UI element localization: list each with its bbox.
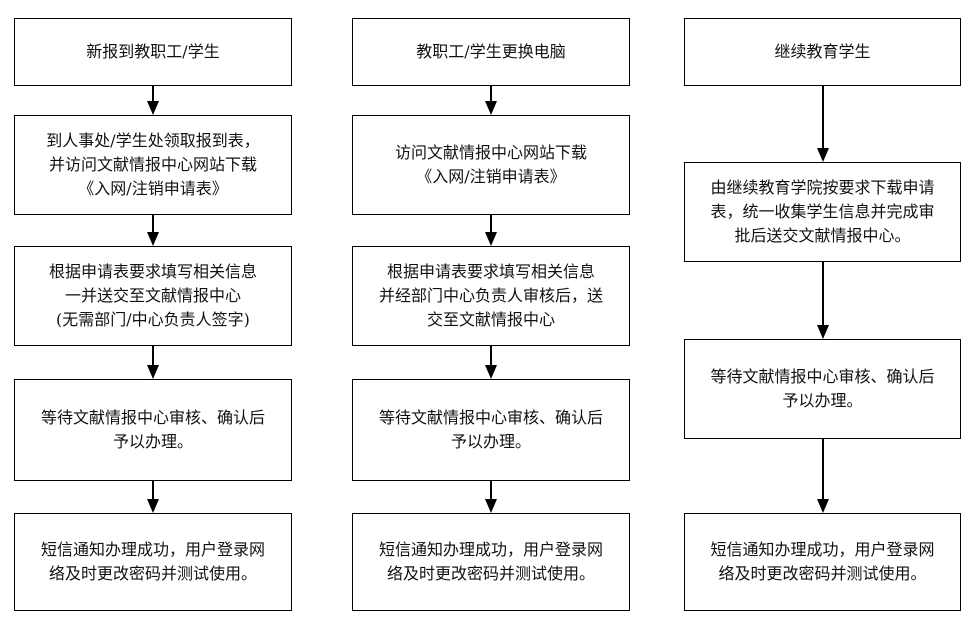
- flow-step-box: 等待文献情报中心审核、确认后予以办理。: [352, 379, 630, 481]
- flow-step-text: 短信通知办理成功，用户登录网络及时更改密码并测试使用。: [710, 538, 934, 586]
- flow-step-line: 一并送交至文献情报中心: [64, 286, 241, 305]
- connector-line: [822, 262, 824, 325]
- arrow-head-icon: [817, 325, 829, 339]
- flow-step-line: 络及时更改密码并测试使用。: [386, 564, 595, 583]
- flow-step-line: 由继续教育学院按要求下载申请: [710, 178, 935, 197]
- flow-step-line: 予以办理。: [112, 432, 193, 451]
- flow-step-text: 教职工/学生更换电脑: [416, 40, 565, 64]
- flow-step-line: 等待文献情报中心审核、确认后: [378, 408, 603, 427]
- flow-step-text: 到人事处/学生处领取报到表， 并访问文献情报中心网站下载《入网/注销申请表》: [46, 129, 259, 201]
- connector-line: [822, 439, 824, 499]
- flow-step-line: 络及时更改密码并测试使用。: [718, 564, 927, 583]
- arrow-head-icon: [147, 232, 159, 246]
- flow-step-box: 根据申请表要求填写相关信息并经部门中心负责人审核后，送交至文献情报中心: [352, 246, 630, 346]
- connector-line: [152, 481, 154, 499]
- flow-step-text: 继续教育学生: [774, 40, 870, 64]
- flow-step-line: 《入网/注销申请表》: [78, 179, 228, 198]
- arrow-head-icon: [485, 365, 497, 379]
- arrow-head-icon: [485, 101, 497, 115]
- flow-step-line: 批后送交文献情报中心。: [734, 226, 911, 245]
- arrow-head-icon: [485, 499, 497, 513]
- flow-step-line: 短信通知办理成功，用户登录网: [40, 540, 265, 559]
- flow-step-text: 短信通知办理成功，用户登录网络及时更改密码并测试使用。: [41, 538, 265, 586]
- flow-step-text: 等待文献情报中心审核、确认后予以办理。: [41, 406, 265, 454]
- flow-step-line: 并经部门中心负责人审核后，送: [378, 286, 603, 305]
- flow-step-line: 继续教育学生: [774, 42, 871, 61]
- flow-step-line: 等待文献情报中心审核、确认后: [710, 367, 935, 386]
- flow-step-text: 新报到教职工/学生: [86, 40, 219, 64]
- connector-line: [490, 481, 492, 499]
- arrow-head-icon: [147, 365, 159, 379]
- connector-line: [152, 86, 154, 101]
- flow-step-line: 根据申请表要求填写相关信息: [48, 262, 257, 281]
- flow-step-line: 根据申请表要求填写相关信息: [386, 262, 595, 281]
- flow-step-line: 访问文献情报中心网站下载: [394, 143, 587, 162]
- connector-line: [490, 215, 492, 232]
- flow-step-line: 并访问文献情报中心网站下载: [48, 155, 257, 174]
- flow-step-line: 短信通知办理成功，用户登录网: [378, 540, 603, 559]
- flow-step-line: (无需部门/中心负责人签字): [56, 310, 250, 329]
- flow-step-box: 由继续教育学院按要求下载申请表，统一收集学生信息并完成审批后送交文献情报中心。: [684, 162, 961, 262]
- flow-step-line: 交至文献情报中心: [426, 310, 555, 329]
- flow-step-box: 根据申请表要求填写相关信息一并送交至文献情报中心 (无需部门/中心负责人签字): [14, 246, 292, 346]
- arrow-head-icon: [147, 499, 159, 513]
- connector-line: [152, 215, 154, 232]
- connector-line: [490, 346, 492, 365]
- flow-step-box: 访问文献情报中心网站下载《入网/注销申请表》: [352, 115, 630, 215]
- arrow-head-icon: [485, 232, 497, 246]
- flow-step-line: 短信通知办理成功，用户登录网: [710, 540, 935, 559]
- flow-step-line: 予以办理。: [450, 432, 531, 451]
- flow-step-box: 等待文献情报中心审核、确认后予以办理。: [684, 339, 961, 439]
- flow-step-line: 《入网/注销申请表》: [416, 167, 566, 186]
- flow-step-box: 到人事处/学生处领取报到表， 并访问文献情报中心网站下载《入网/注销申请表》: [14, 115, 292, 215]
- connector-line: [152, 346, 154, 365]
- flow-step-text: 短信通知办理成功，用户登录网络及时更改密码并测试使用。: [379, 538, 603, 586]
- flow-step-line: 教职工/学生更换电脑: [416, 42, 566, 61]
- arrow-head-icon: [147, 101, 159, 115]
- flow-step-text: 根据申请表要求填写相关信息并经部门中心负责人审核后，送交至文献情报中心: [379, 260, 603, 332]
- flow-step-box: 等待文献情报中心审核、确认后予以办理。: [14, 379, 292, 481]
- flow-step-text: 等待文献情报中心审核、确认后予以办理。: [379, 406, 603, 454]
- flow-step-text: 根据申请表要求填写相关信息一并送交至文献情报中心 (无需部门/中心负责人签字): [49, 260, 257, 332]
- flow-step-box: 短信通知办理成功，用户登录网络及时更改密码并测试使用。: [14, 513, 292, 611]
- arrow-head-icon: [817, 499, 829, 513]
- flow-step-line: 新报到教职工/学生: [86, 42, 220, 61]
- flow-step-box: 继续教育学生: [684, 18, 961, 86]
- flow-step-line: 予以办理。: [782, 391, 863, 410]
- flow-step-box: 教职工/学生更换电脑: [352, 18, 630, 86]
- flow-step-line: 到人事处/学生处领取报到表，: [46, 131, 260, 150]
- connector-line: [490, 86, 492, 101]
- flow-step-line: 络及时更改密码并测试使用。: [48, 564, 257, 583]
- flow-step-line: 等待文献情报中心审核、确认后: [40, 408, 265, 427]
- flow-step-box: 新报到教职工/学生: [14, 18, 292, 86]
- flow-step-text: 访问文献情报中心网站下载《入网/注销申请表》: [395, 141, 587, 189]
- flow-step-text: 由继续教育学院按要求下载申请表，统一收集学生信息并完成审批后送交文献情报中心。: [710, 176, 934, 248]
- arrow-head-icon: [817, 148, 829, 162]
- connector-line: [822, 86, 824, 148]
- flow-step-box: 短信通知办理成功，用户登录网络及时更改密码并测试使用。: [352, 513, 630, 611]
- flow-step-box: 短信通知办理成功，用户登录网络及时更改密码并测试使用。: [684, 513, 961, 611]
- flow-step-line: 表，统一收集学生信息并完成审: [710, 202, 935, 221]
- flow-step-text: 等待文献情报中心审核、确认后予以办理。: [710, 365, 934, 413]
